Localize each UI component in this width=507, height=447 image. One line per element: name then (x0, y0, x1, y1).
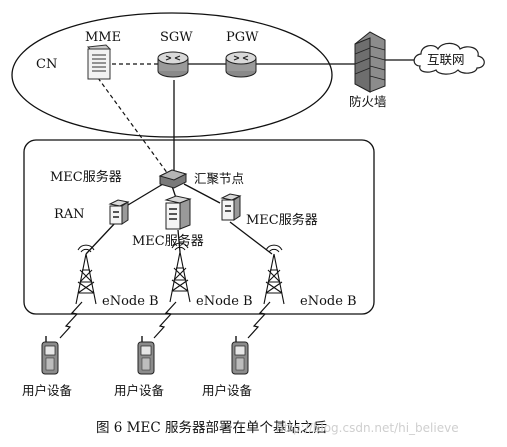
mme-server-icon (86, 44, 112, 80)
mme-label: MME (85, 30, 121, 45)
core-network-ellipse (11, 12, 333, 138)
radio-link-3-icon (247, 301, 271, 339)
enodeb-3-label: eNode B (300, 294, 357, 309)
watermark: http://blog.csdn.net/hi_believe (276, 421, 459, 435)
enodeb-tower-1-icon (75, 244, 97, 305)
aggregation-switch-icon (158, 169, 188, 189)
enodeb-tower-2-icon (169, 242, 191, 303)
ran-label: RAN (54, 207, 85, 222)
server-center-tower-link (177, 229, 181, 253)
pgw-router-icon (225, 51, 257, 78)
internet-cloud-icon (413, 42, 485, 75)
access-network-box (23, 139, 375, 315)
server-left-tower-link (85, 221, 117, 255)
figure-caption: 图 6 MEC 服务器部署在单个基站之后 (96, 419, 327, 436)
server-right-tower-link (229, 221, 273, 255)
mec-server-center-icon (164, 195, 192, 230)
cn-label: CN (36, 57, 57, 72)
user-device-1-icon (41, 336, 59, 375)
aggregation-server-right-link (183, 183, 221, 204)
firewall-icon (354, 31, 386, 93)
radio-link-2-icon (153, 301, 177, 339)
user-device-2-icon (137, 336, 155, 375)
aggregation-node-label: 汇聚节点 (194, 171, 244, 186)
enodeb-tower-3-icon (263, 244, 285, 305)
enodeb-1-label: eNode B (102, 294, 159, 309)
user-device-1-label: 用户设备 (22, 383, 73, 398)
mec-server-center-label: MEC服务器 (132, 233, 204, 249)
mec-server-left-icon (108, 199, 130, 225)
mme-aggregation-dashed-link (97, 77, 169, 175)
mec-server-left-label: MEC服务器 (50, 169, 122, 185)
radio-link-1-icon (59, 301, 83, 339)
internet-label: 互联网 (427, 52, 465, 67)
firewall-label: 防火墙 (349, 94, 387, 109)
sgw-router-icon (157, 51, 189, 78)
enodeb-2-label: eNode B (196, 294, 253, 309)
pgw-label: PGW (226, 30, 259, 45)
aggregation-server-left-link (127, 183, 164, 206)
mec-server-right-label: MEC服务器 (246, 212, 318, 228)
user-device-3-icon (231, 336, 249, 375)
mec-server-right-icon (220, 193, 242, 221)
user-device-2-label: 用户设备 (114, 383, 165, 398)
user-device-3-label: 用户设备 (202, 383, 253, 398)
sgw-label: SGW (160, 30, 193, 45)
